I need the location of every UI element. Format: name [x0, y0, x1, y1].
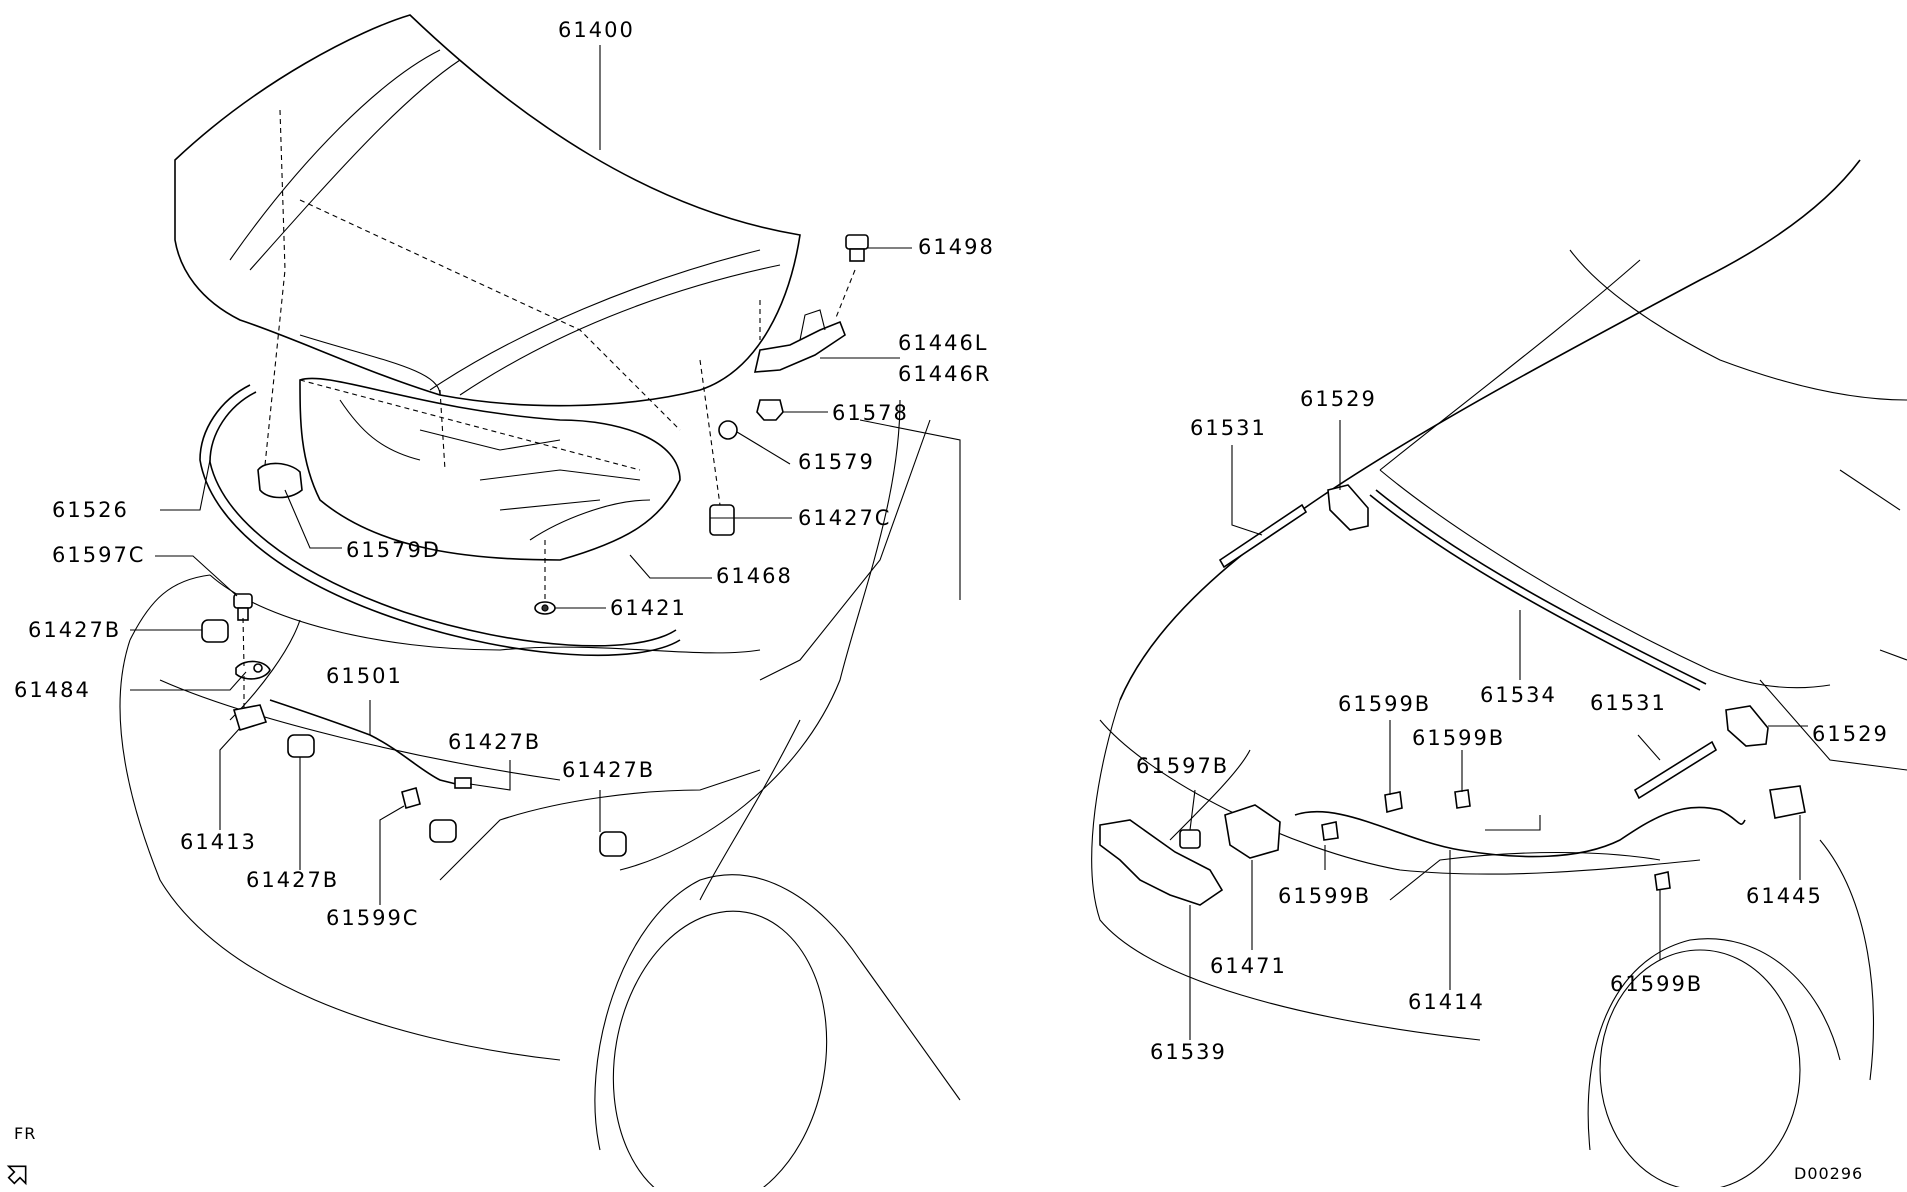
label-61484: 61484: [14, 678, 91, 702]
lock-61471: [1224, 804, 1281, 859]
label-61427b-1: 61427B: [28, 618, 122, 642]
label-61446l: 61446L: [898, 331, 989, 355]
label-61529-upper: 61529: [1300, 387, 1377, 411]
label-61413: 61413: [180, 830, 257, 854]
diagram-code: D00296: [1794, 1164, 1864, 1183]
label-61427b-3: 61427B: [562, 758, 656, 782]
label-61468: 61468: [716, 564, 793, 588]
leader-lines-right: [1189, 420, 1808, 1040]
bracket-61484: [235, 660, 271, 680]
label-61539: 61539: [1150, 1040, 1227, 1064]
clip-61599c: [401, 787, 421, 809]
latch-61539: [1099, 819, 1224, 906]
label-61501: 61501: [326, 664, 403, 688]
bolt-61498: [845, 234, 869, 262]
label-61498: 61498: [918, 235, 995, 259]
bracket-61529-upper: [1327, 484, 1369, 531]
label-61578: 61578: [832, 401, 909, 425]
release-handle-61445: [1769, 785, 1806, 819]
bracket-61413: [232, 704, 268, 732]
label-61599b-1: 61599B: [1338, 692, 1432, 716]
label-61427b-4: 61427B: [246, 868, 340, 892]
label-61531-lower: 61531: [1590, 691, 1667, 715]
label-61400: 61400: [558, 18, 635, 42]
label-61579d: 61579D: [346, 538, 441, 562]
label-61445: 61445: [1746, 884, 1823, 908]
label-61599b-3: 61599B: [1278, 884, 1372, 908]
label-61599b-2: 61599B: [1412, 726, 1506, 750]
label-61421: 61421: [610, 596, 687, 620]
label-61529-lower: 61529: [1812, 722, 1889, 746]
weatherstrip: [199, 384, 681, 657]
label-61599c: 61599C: [326, 906, 420, 930]
hood-seal-61534: [1369, 489, 1707, 691]
label-61471: 61471: [1210, 954, 1287, 978]
label-61531-upper: 61531: [1190, 416, 1267, 440]
leader-lines-left: [130, 45, 912, 905]
front-direction-label: FR: [14, 1124, 37, 1143]
front-direction-arrow: [6, 1165, 27, 1186]
label-61446r: 61446R: [898, 362, 992, 386]
reference-lines-left: [242, 109, 856, 708]
label-61599b-4: 61599B: [1610, 972, 1704, 996]
car-body-right: [1091, 159, 1907, 1191]
clip-61421: [534, 601, 556, 615]
seal-61579d: [257, 462, 303, 499]
label-61414: 61414: [1408, 990, 1485, 1014]
grommet-61579: [718, 420, 738, 440]
clips-61599b: [1321, 789, 1671, 891]
bumper-61427c: [709, 504, 735, 536]
label-61579: 61579: [798, 450, 875, 474]
hood-insulator: [299, 377, 681, 561]
strip-61531-lower: [1633, 740, 1718, 800]
hood-panel: [174, 14, 801, 407]
label-61597c: 61597C: [52, 543, 146, 567]
label-61534: 61534: [1480, 683, 1557, 707]
label-61526: 61526: [52, 498, 129, 522]
bumpers-61427b: [201, 619, 627, 857]
screw-61597c: [233, 593, 253, 621]
bracket-61529-lower: [1725, 705, 1769, 747]
label-61427b-2: 61427B: [448, 730, 542, 754]
clip-61597b: [1179, 829, 1201, 849]
hood-hinge: [753, 309, 846, 373]
strip-61531-upper: [1218, 503, 1308, 569]
cable-61414: [1294, 806, 1746, 858]
clip-61578: [756, 399, 784, 421]
label-61597b: 61597B: [1136, 754, 1230, 778]
label-61427c: 61427C: [798, 506, 892, 530]
